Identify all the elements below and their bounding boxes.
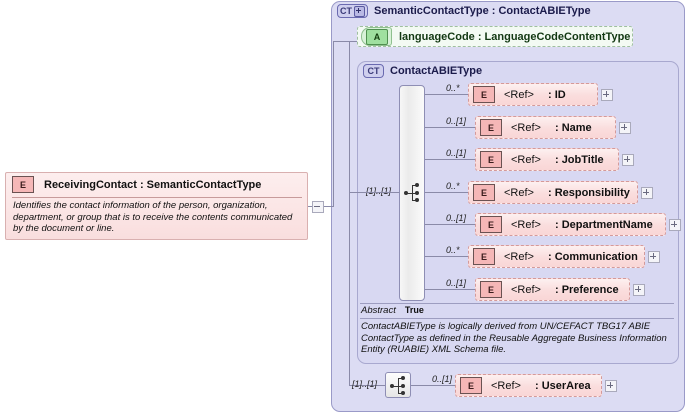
abstract-divider-top [360, 303, 674, 304]
element-row-responsibility[interactable]: E <Ref> : Responsibility [468, 181, 638, 204]
connector-row-6 [425, 289, 475, 290]
sequence-compositor-bar[interactable] [399, 85, 425, 301]
element-ref-label: <Ref> [511, 283, 541, 296]
cardinality-row-1: 0..[1] [446, 116, 467, 126]
outer-container-title: CT SemanticContactType : ContactABIEType [337, 4, 591, 18]
element-row-userarea[interactable]: E <Ref> : UserArea [455, 374, 602, 397]
attribute-label: languageCode : LanguageCodeContentType [399, 30, 631, 43]
element-ref-label: <Ref> [504, 88, 534, 101]
annotation-text: ContactABIEType is logically derived fro… [361, 321, 667, 355]
element-row-id[interactable]: E <Ref> : ID [468, 83, 598, 106]
receiving-contact-description: Identifies the contact information of th… [13, 200, 293, 234]
attribute-icon: A [366, 28, 388, 45]
expand-button-communication[interactable] [648, 251, 660, 263]
element-ref-label: <Ref> [511, 218, 541, 231]
connector-branch-v [349, 41, 350, 385]
attribute-badge-wrap: A [361, 27, 392, 46]
sequence-compositor-icon-bottom [390, 376, 408, 396]
connector-row-5 [425, 256, 468, 257]
receiving-contact-header: E ReceivingContact : SemanticContactType [6, 173, 307, 196]
connector-row-0 [425, 94, 468, 95]
connector-inner-to-seq [357, 192, 399, 193]
element-ref-label: <Ref> [491, 379, 521, 392]
connector-row-2 [425, 159, 475, 160]
expand-button-departmentname[interactable] [669, 219, 681, 231]
element-icon: E [480, 216, 502, 233]
connector-to-inner [349, 192, 357, 193]
element-name-label: : Responsibility [547, 186, 630, 199]
abstract-key: Abstract [361, 305, 396, 316]
element-ref-label: <Ref> [511, 153, 541, 166]
sequence-compositor-icon [404, 183, 422, 203]
sequence-cardinality: [1]..[1] [366, 186, 392, 196]
element-icon: E [480, 281, 502, 298]
element-icon: E [473, 248, 495, 265]
inner-container-title: CT ContactABIEType [363, 64, 482, 78]
expand-button-userarea[interactable] [605, 380, 617, 392]
connector-bottom-element [411, 385, 455, 386]
element-icon: E [12, 176, 34, 193]
cardinality-row-2: 0..[1] [446, 148, 467, 158]
abstract-annotation-block: Abstract True ContactABIEType is logical… [358, 303, 678, 363]
receiving-contact-node[interactable]: E ReceivingContact : SemanticContactType… [5, 172, 308, 240]
outer-title-label: SemanticContactType : ContactABIEType [374, 5, 591, 17]
element-icon: E [473, 184, 495, 201]
attribute-languagecode[interactable]: A languageCode : LanguageCodeContentType [357, 26, 633, 47]
complex-type-icon[interactable]: CT [337, 4, 368, 18]
element-name-label: : JobTitle [554, 153, 604, 166]
connector-row-1 [425, 127, 475, 128]
ct-badge-label: CT [340, 6, 352, 16]
expand-plus-icon[interactable] [354, 5, 365, 17]
connector-row-4 [425, 224, 475, 225]
cardinality-row-4: 0..[1] [446, 213, 467, 223]
element-ref-label: <Ref> [511, 121, 541, 134]
bottom-sequence-cardinality: [1]..[1] [352, 379, 378, 389]
element-row-jobtitle[interactable]: E <Ref> : JobTitle [475, 148, 619, 171]
expand-button-name[interactable] [619, 122, 631, 134]
element-row-communication[interactable]: E <Ref> : Communication [468, 245, 645, 268]
connector-to-attribute [333, 41, 357, 42]
receiving-contact-divider [12, 197, 302, 198]
element-ref-label: <Ref> [504, 250, 534, 263]
expand-button-id[interactable] [601, 89, 613, 101]
element-name-label: : Name [554, 121, 592, 134]
element-row-name[interactable]: E <Ref> : Name [475, 116, 616, 139]
element-icon: E [480, 151, 502, 168]
cardinality-row-6: 0..[1] [446, 278, 467, 288]
element-icon: E [460, 377, 482, 394]
abstract-value: True [404, 305, 424, 315]
expand-button-responsibility[interactable] [641, 187, 653, 199]
connector-row-3 [425, 192, 468, 193]
connector-to-bottom-seq [349, 385, 385, 386]
receiving-contact-title: ReceivingContact : SemanticContactType [44, 178, 262, 191]
element-icon: E [480, 119, 502, 136]
element-name-label: : ID [547, 88, 566, 101]
cardinality-row-0: 0..* [446, 83, 460, 93]
ct-badge-label-inner: CT [367, 66, 380, 76]
element-name-label: : Communication [547, 250, 638, 263]
inner-title-label: ContactABIEType [390, 65, 483, 77]
element-row-departmentname[interactable]: E <Ref> : DepartmentName [475, 213, 666, 236]
element-icon: E [473, 86, 495, 103]
element-ref-label: <Ref> [504, 186, 534, 199]
cardinality-row-3: 0..* [446, 181, 460, 191]
cardinality-row-5: 0..* [446, 245, 460, 255]
expand-button-preference[interactable] [633, 284, 645, 296]
expand-button-jobtitle[interactable] [622, 154, 634, 166]
element-name-label: : DepartmentName [554, 218, 653, 231]
complex-type-icon-inner[interactable]: CT [363, 64, 384, 78]
element-name-label: : UserArea [534, 379, 591, 392]
cardinality-userarea: 0..[1] [432, 374, 453, 384]
connector-main-v [333, 41, 334, 207]
abstract-divider-bottom [360, 318, 674, 319]
abstract-row: Abstract True [361, 305, 424, 316]
element-name-label: : Preference [554, 283, 619, 296]
collapse-button-receiving-contact[interactable] [312, 201, 324, 213]
element-row-preference[interactable]: E <Ref> : Preference [475, 278, 630, 301]
